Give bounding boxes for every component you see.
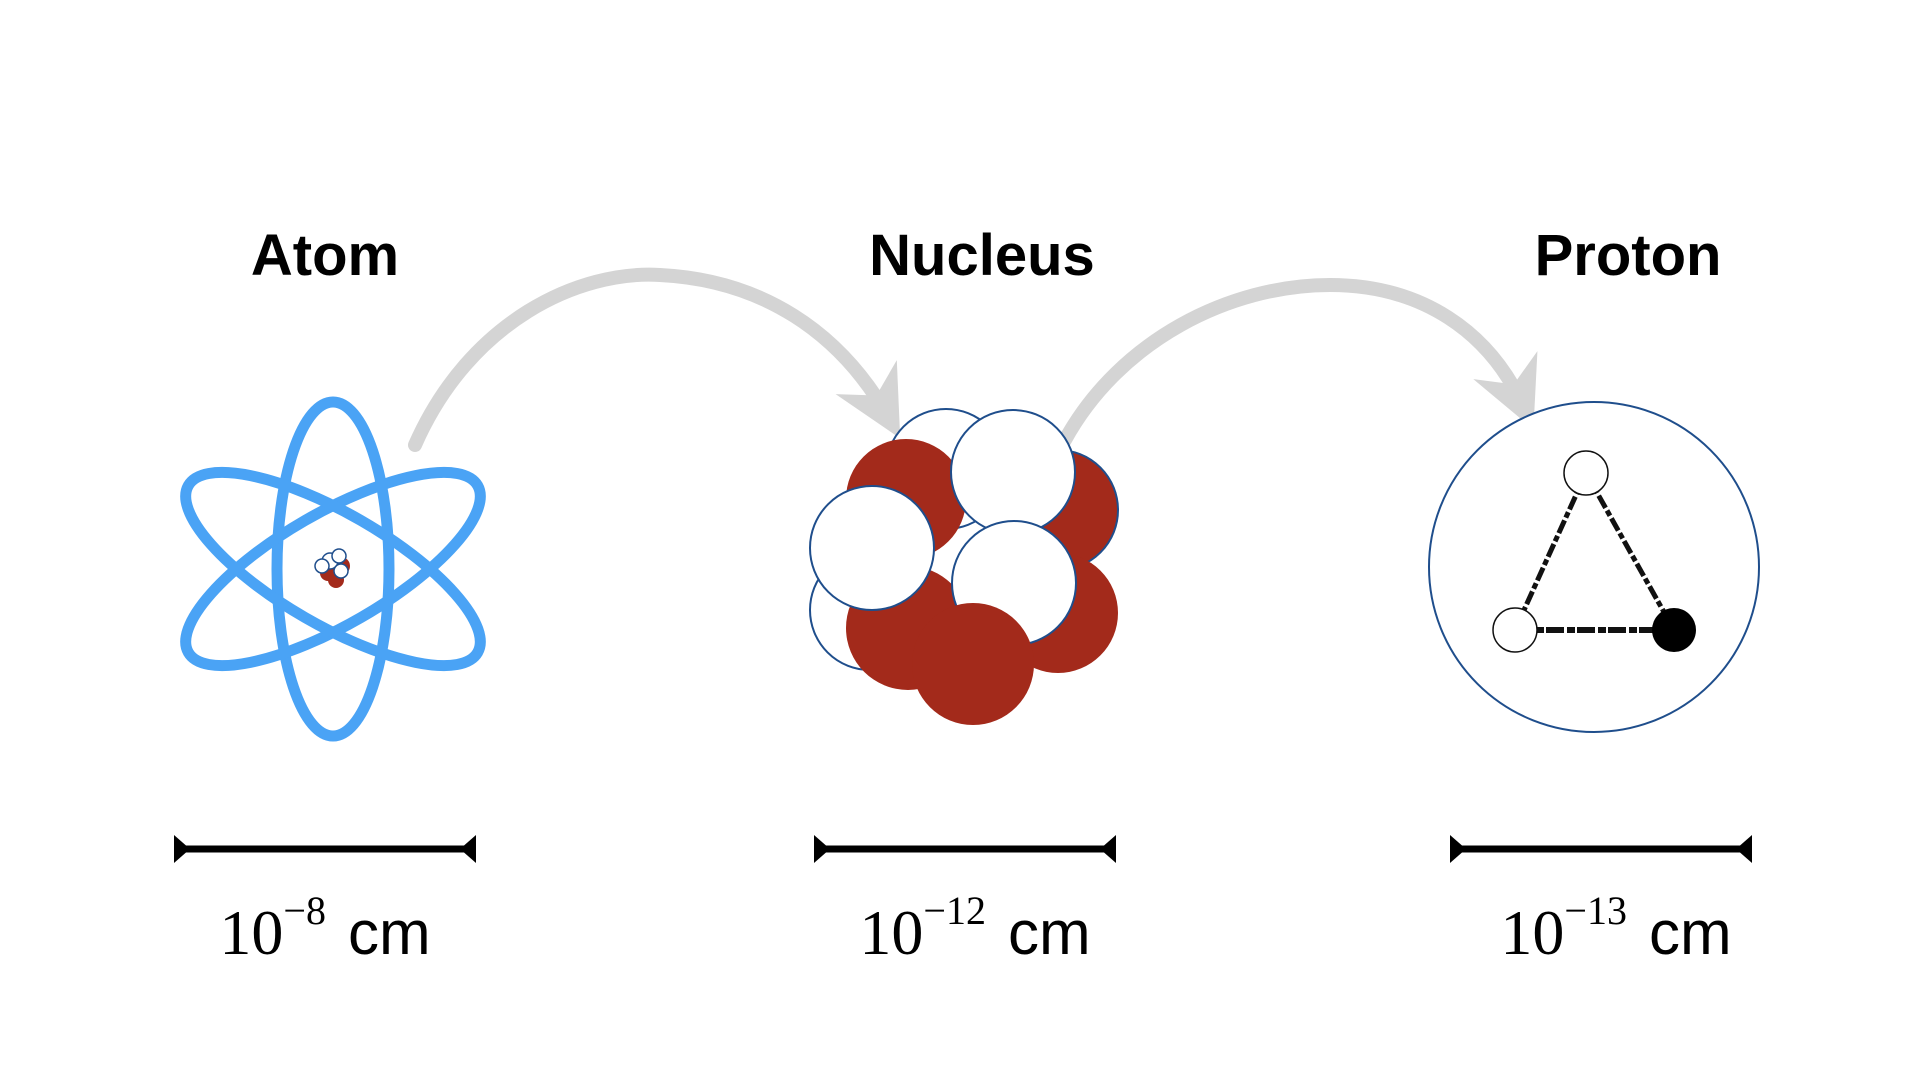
gluon-line	[1512, 471, 1589, 632]
atom-icon	[180, 396, 486, 742]
quark-white	[1492, 607, 1538, 653]
nucleus-scale-bar	[814, 835, 1116, 863]
atom-orbit-diagonal-b	[180, 466, 486, 672]
proton-scale-base: 10	[1500, 897, 1564, 968]
atom-scale-base: 10	[219, 897, 283, 968]
proton-title: Proton	[1535, 223, 1722, 288]
atom-title: Atom	[251, 223, 399, 288]
atom-scale-bar	[174, 835, 476, 863]
neutron	[809, 485, 935, 611]
arrow-nucleus-to-proton	[1058, 277, 1538, 447]
quark-black	[1652, 608, 1696, 652]
nucleus-title: Nucleus	[869, 223, 1095, 288]
proton-scale-bar	[1450, 835, 1752, 863]
gluon-line	[1583, 471, 1677, 632]
nucleus-cluster	[809, 408, 1119, 725]
proton-scale-label: 10−13 cm	[1500, 888, 1731, 968]
atom-scale-unit: cm	[348, 899, 431, 968]
proton-icon	[1428, 401, 1760, 733]
arrow-atom-to-nucleus	[408, 267, 901, 452]
atom-scale-exponent: −8	[283, 888, 326, 933]
proton-boundary	[1428, 401, 1760, 733]
proton-scale-unit: cm	[1649, 899, 1732, 968]
atom-orbit-diagonal-a	[180, 466, 486, 672]
nucleus-scale-unit: cm	[1008, 899, 1091, 968]
atom-scale-label: 10−8 cm	[219, 888, 430, 968]
atom-nucleus-mini	[314, 548, 350, 588]
nucleus-scale-label: 10−12 cm	[859, 888, 1090, 968]
atom-orbit-vertical	[271, 396, 395, 742]
quark-white	[1563, 450, 1609, 496]
neutron	[950, 409, 1076, 535]
nucleus-scale-base: 10	[859, 897, 923, 968]
nucleus-scale-exponent: −12	[923, 888, 986, 933]
proton-scale-exponent: −13	[1564, 888, 1627, 933]
proton-particle	[912, 603, 1034, 725]
